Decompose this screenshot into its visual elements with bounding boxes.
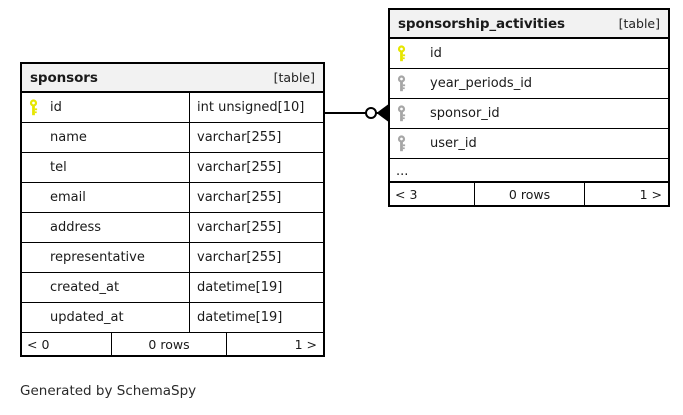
column-type: varchar[255] [189,153,323,182]
column-type: varchar[255] [189,213,323,242]
table-row[interactable]: address varchar[255] [22,213,323,243]
ellipsis-label: ... [396,164,409,179]
table-row[interactable]: year_periods_id [390,69,668,99]
column-type: varchar[255] [189,183,323,212]
row-count-label: 0 rows [474,183,585,205]
column-name: sponsor_id [430,106,500,121]
table-row[interactable]: id int unsigned[10] [22,93,323,123]
foreign-key-icon [396,135,430,152]
er-table-header-sponsors: sponsors [table] [22,64,323,93]
table-row[interactable]: user_id [390,129,668,159]
er-table-type-tag: [table] [273,70,315,85]
column-type: datetime[19] [189,303,323,332]
column-type: datetime[19] [189,273,323,302]
column-name: address [50,220,102,235]
table-row[interactable]: created_at datetime[19] [22,273,323,303]
er-table-title: sponsorship_activities [398,15,565,32]
column-name: created_at [50,280,120,295]
column-name-cell: id [22,93,189,122]
column-name: id [430,46,442,61]
er-table-title: sponsors [30,69,98,86]
column-name: id [50,100,62,115]
column-type: varchar[255] [189,123,323,152]
column-type: int unsigned[10] [189,93,323,122]
er-table-header-sponsorship-activities: sponsorship_activities [table] [390,10,668,39]
row-count-label: 0 rows [111,333,227,355]
column-name-cell: sponsor_id [390,99,668,128]
column-name-cell: email [22,183,189,212]
column-name-cell: tel [22,153,189,182]
primary-key-icon [396,45,430,62]
er-table-sponsors[interactable]: sponsors [table] id int unsigned[10] nam… [20,62,325,357]
prev-page-button[interactable]: < 0 [27,336,50,352]
column-name: representative [50,250,145,265]
er-table-sponsorship-activities[interactable]: sponsorship_activities [table] id [388,8,670,207]
primary-key-icon [28,99,50,116]
column-name-cell: representative [22,243,189,272]
prev-page-button[interactable]: < 3 [395,186,418,202]
column-name: tel [50,160,67,175]
column-name: updated_at [50,310,124,325]
column-name: year_periods_id [430,76,533,91]
column-name-cell: user_id [390,129,668,158]
next-page-button[interactable]: 1 > [294,336,317,352]
column-name-cell: id [390,39,668,68]
er-table-footer-sponsorship-activities: < 3 0 rows 1 > [390,183,668,205]
column-name-cell: updated_at [22,303,189,332]
column-name: email [50,190,86,205]
er-table-type-tag: [table] [618,16,660,31]
column-name: name [50,130,87,145]
more-columns-indicator: ... [390,159,668,183]
table-row[interactable]: email varchar[255] [22,183,323,213]
column-name: user_id [430,136,477,151]
er-table-footer-sponsors: < 0 0 rows 1 > [22,333,323,355]
foreign-key-icon [396,75,430,92]
column-name-cell: address [22,213,189,242]
column-type: varchar[255] [189,243,323,272]
table-row[interactable]: tel varchar[255] [22,153,323,183]
table-row[interactable]: name varchar[255] [22,123,323,153]
column-name-cell: created_at [22,273,189,302]
table-row[interactable]: id [390,39,668,69]
foreign-key-icon [396,105,430,122]
table-row[interactable]: representative varchar[255] [22,243,323,273]
table-row[interactable]: sponsor_id [390,99,668,129]
column-name-cell: name [22,123,189,152]
table-row[interactable]: updated_at datetime[19] [22,303,323,333]
generated-by-caption: Generated by SchemaSpy [20,383,197,399]
next-page-button[interactable]: 1 > [639,186,662,202]
column-name-cell: year_periods_id [390,69,668,98]
